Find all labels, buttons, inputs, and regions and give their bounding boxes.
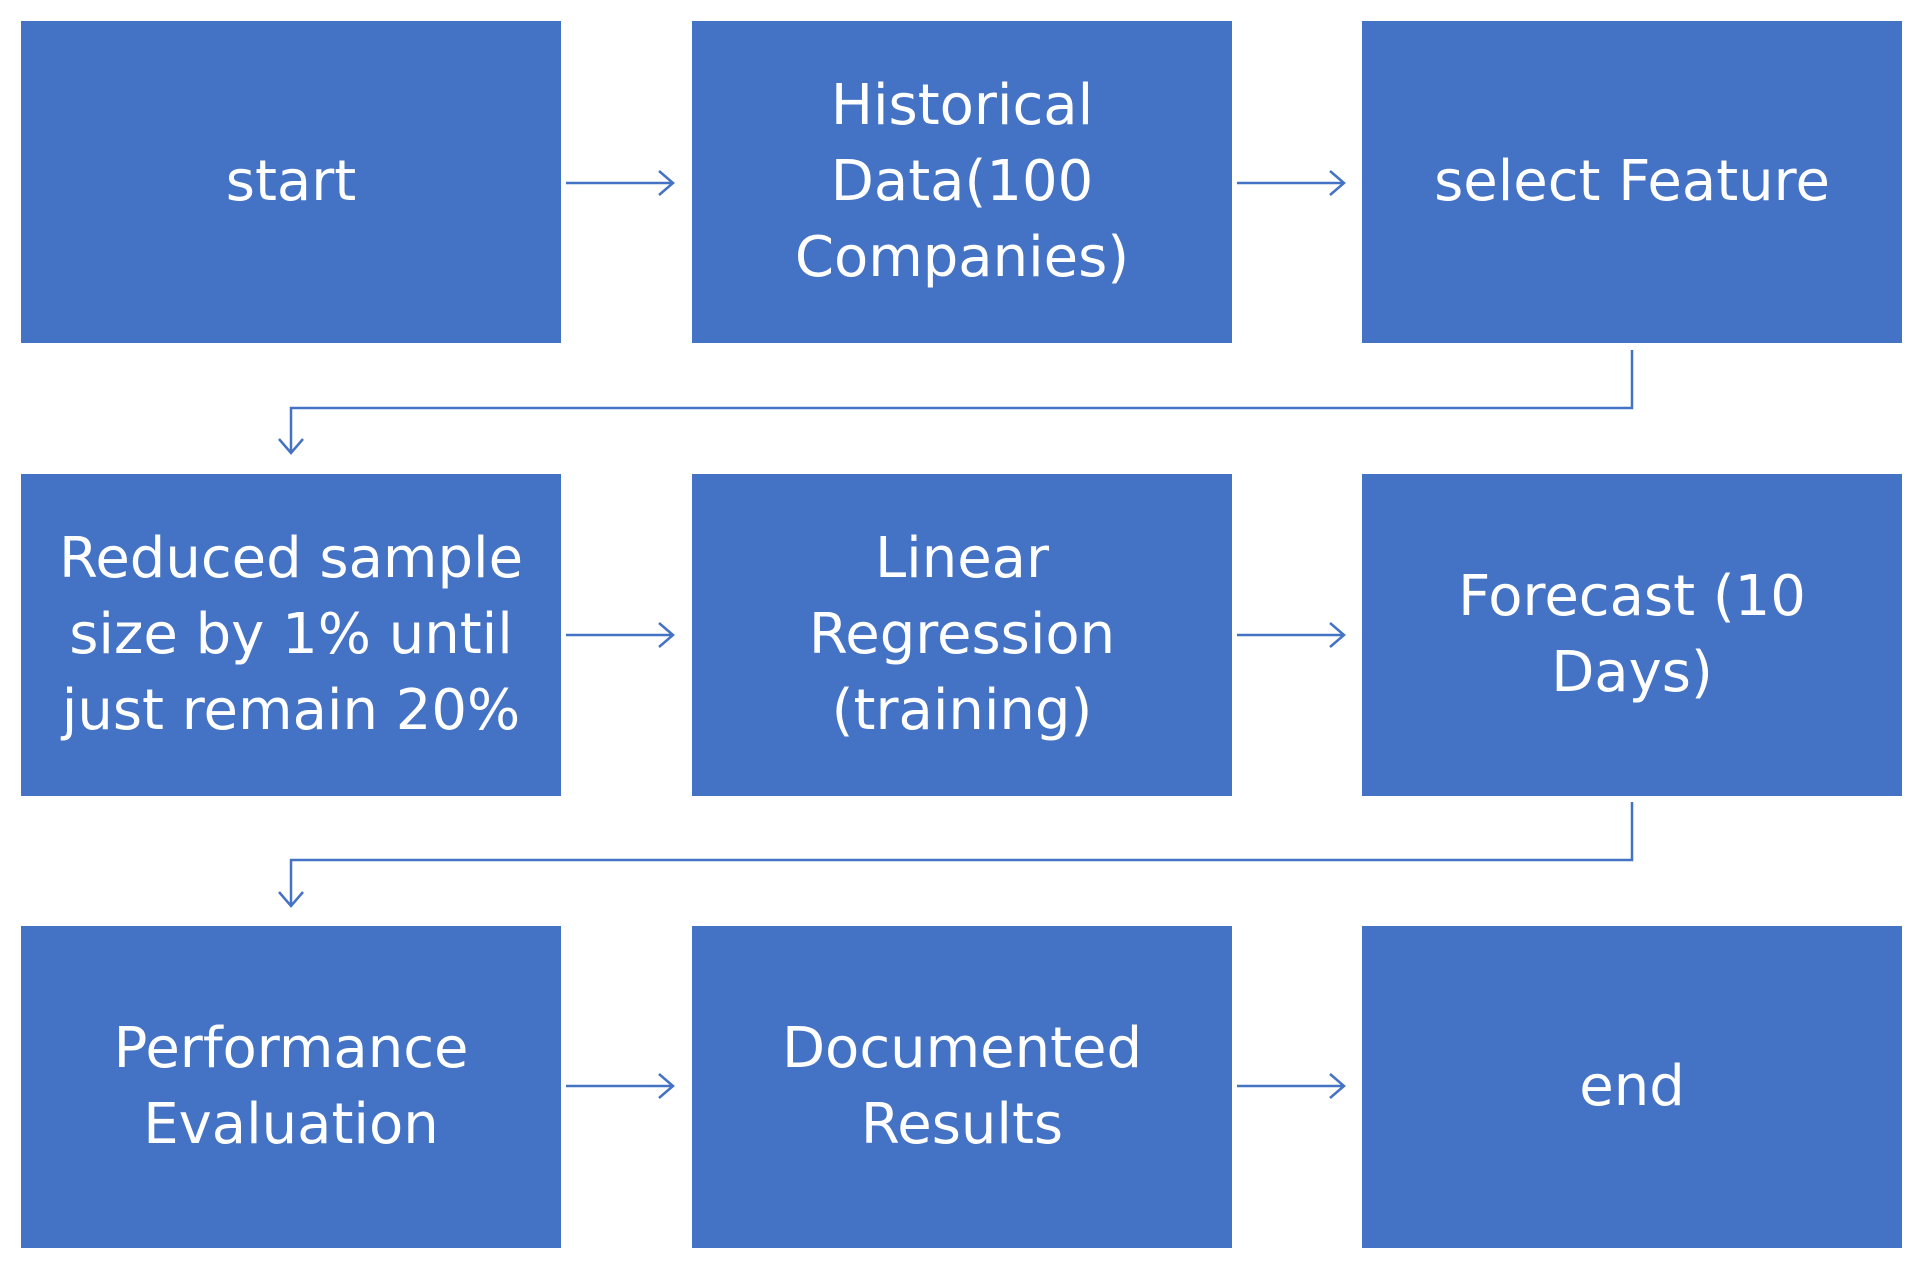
node-select-feature: select Feature [1362, 21, 1902, 343]
node-performance-evaluation: Performance Evaluation [21, 926, 561, 1248]
node-reduced-sample-label: Reduced sample size by 1% until just rem… [58, 526, 524, 743]
node-documented-results-label: Documented Results [781, 1016, 1143, 1157]
arrow-documented-results-to-end [1237, 1073, 1346, 1099]
arrow-start-to-historical-data [566, 170, 675, 196]
arrow-performance-evaluation-to-documented-results [566, 1073, 675, 1099]
node-start-label: start [225, 149, 357, 214]
node-performance-evaluation-label: Performance Evaluation [113, 1016, 469, 1157]
node-select-feature-label: select Feature [1434, 149, 1830, 214]
node-historical-data-label: Historical Data(100 Companies) [794, 73, 1130, 290]
node-historical-data: Historical Data(100 Companies) [692, 21, 1232, 343]
node-reduced-sample: Reduced sample size by 1% until just rem… [21, 474, 561, 796]
node-end: end [1362, 926, 1902, 1248]
node-end-label: end [1579, 1054, 1685, 1119]
node-linear-regression: Linear Regression (training) [692, 474, 1232, 796]
node-forecast-label: Forecast (10 Days) [1458, 564, 1806, 705]
elbow-select-feature-to-reduced-sample [278, 350, 1634, 455]
node-documented-results: Documented Results [692, 926, 1232, 1248]
node-start: start [21, 21, 561, 343]
node-forecast: Forecast (10 Days) [1362, 474, 1902, 796]
arrow-linear-regression-to-forecast [1237, 622, 1346, 648]
node-linear-regression-label: Linear Regression (training) [808, 526, 1116, 743]
elbow-forecast-to-performance-evaluation [278, 802, 1634, 908]
arrow-reduced-sample-to-linear-regression [566, 622, 675, 648]
arrow-historical-data-to-select-feature [1237, 170, 1346, 196]
